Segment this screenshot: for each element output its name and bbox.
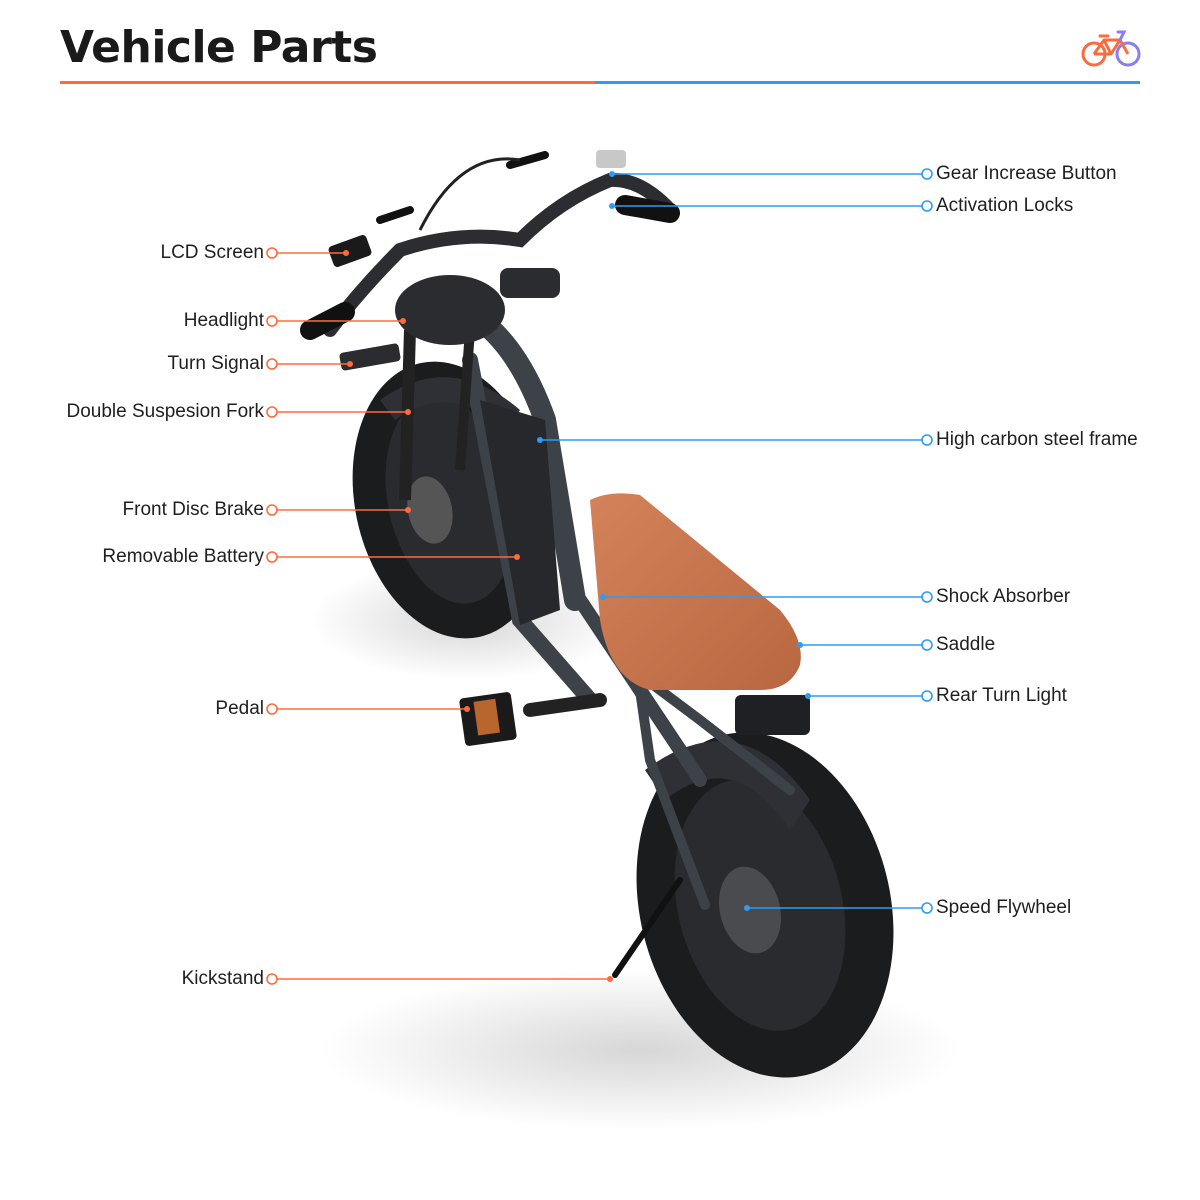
leader-dot — [266, 504, 278, 516]
leader-dot — [921, 639, 933, 651]
leader-dot — [921, 591, 933, 603]
leader-dot — [266, 973, 278, 985]
handlebar — [323, 172, 677, 337]
title-underline-blue — [595, 81, 1140, 84]
label-kickstand: Kickstand — [181, 968, 264, 989]
label-lcd-screen: LCD Screen — [160, 242, 265, 263]
leader-dot — [266, 358, 278, 370]
headlight-housing — [395, 275, 505, 345]
label-saddle: Saddle — [936, 634, 996, 655]
fork — [399, 329, 416, 501]
crank — [523, 693, 607, 717]
kickstand-shape — [612, 877, 683, 978]
label-front-disc-brake: Front Disc Brake — [122, 499, 264, 520]
label-activation-locks: Activation Locks — [936, 195, 1074, 216]
front-fender — [380, 377, 520, 430]
label-pedal: Pedal — [215, 698, 264, 719]
battery — [480, 400, 560, 625]
leader-dot — [921, 168, 933, 180]
label-suspension-fork: Double Suspesion Fork — [66, 401, 265, 422]
label-speed-flywheel: Speed Flywheel — [936, 897, 1072, 918]
leader-dot — [266, 247, 278, 259]
rear-light-shape — [735, 695, 810, 735]
bicycle-icon — [1081, 30, 1141, 67]
leader-dot — [266, 315, 278, 327]
label-shock-absorber: Shock Absorber — [936, 586, 1071, 607]
title-underline-orange — [60, 81, 595, 84]
label-headlight: Headlight — [183, 310, 264, 331]
leader-dot — [921, 434, 933, 446]
leader-dot — [921, 200, 933, 212]
turn-signal-shape — [339, 343, 401, 371]
label-gear-increase-button: Gear Increase Button — [936, 163, 1117, 184]
leader-dot — [921, 690, 933, 702]
rear-wheel — [636, 732, 894, 1078]
page-title: Vehicle Parts — [60, 22, 378, 73]
label-rear-turn-light: Rear Turn Light — [936, 685, 1067, 706]
leader-dot — [266, 703, 278, 715]
leader-dot — [921, 902, 933, 914]
leader-dot — [266, 406, 278, 418]
saddle — [590, 493, 801, 690]
label-frame: High carbon steel frame — [936, 429, 1138, 450]
label-turn-signal: Turn Signal — [167, 353, 264, 374]
leader-dot — [266, 551, 278, 563]
label-removable-battery: Removable Battery — [102, 546, 264, 567]
